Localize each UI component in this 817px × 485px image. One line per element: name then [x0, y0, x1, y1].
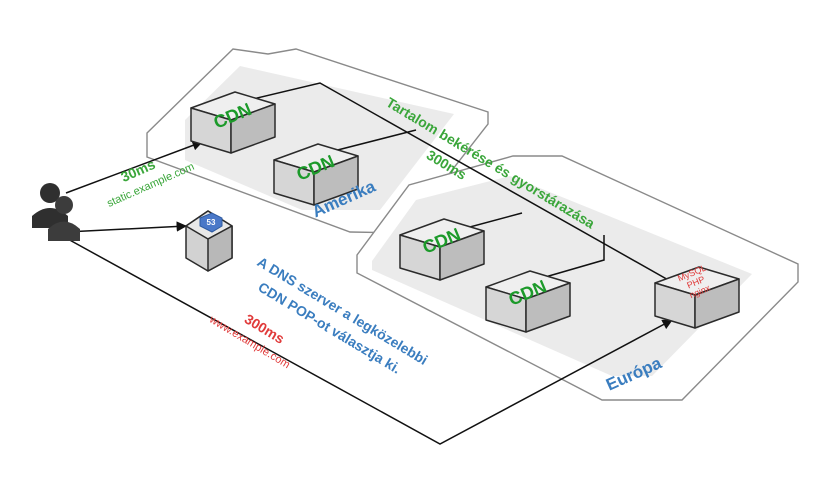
dns-port-badge: 53	[207, 218, 216, 227]
origin-server: MySQL PHP nginx	[654, 263, 740, 329]
user-to-cdn-arrow	[65, 140, 203, 194]
connections	[65, 82, 687, 445]
link-cdn-a1-trunk	[231, 82, 687, 291]
dns-server-icon: 53	[185, 210, 233, 272]
cdn-node-europe-1: CDN	[399, 218, 485, 281]
user-icon	[32, 183, 80, 241]
user-to-origin-arrow	[65, 237, 673, 445]
link-cdn-e2-trunk	[527, 235, 605, 283]
cdn-node-america-1: CDN	[190, 91, 276, 154]
user-to-dns-arrow	[65, 221, 188, 233]
cdn-node-europe-2: CDN	[485, 270, 571, 333]
cdn-node-america-2: CDN	[273, 143, 359, 206]
